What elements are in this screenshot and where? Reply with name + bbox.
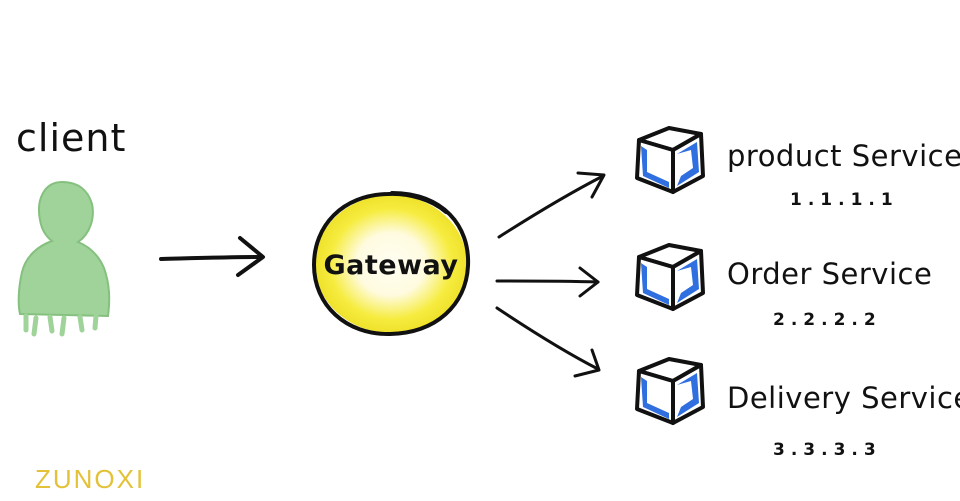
order-service-label: Order Service [727,257,932,291]
gateway-label: Gateway [323,250,458,281]
arrow-gateway-to-product [497,171,606,239]
delivery-service-label: Delivery Service [727,381,960,415]
order-service-cube-icon [635,243,705,311]
client-label: client [16,116,126,160]
product-service-address: 1.1.1.1 [790,190,899,210]
arrow-gateway-to-delivery [495,306,601,378]
client-person-icon [17,180,111,337]
author-signature: ZUNOXI [35,464,145,494]
delivery-service-cube-icon [635,357,705,425]
delivery-service-address: 3.3.3.3 [773,440,882,460]
gateway-node: Gateway [311,191,471,337]
arrow-gateway-to-order [495,266,600,298]
arrow-client-to-gateway [159,236,265,277]
product-service-cube-icon [635,126,705,194]
product-service-label: product Service [727,139,960,173]
order-service-address: 2.2.2.2 [773,310,882,330]
